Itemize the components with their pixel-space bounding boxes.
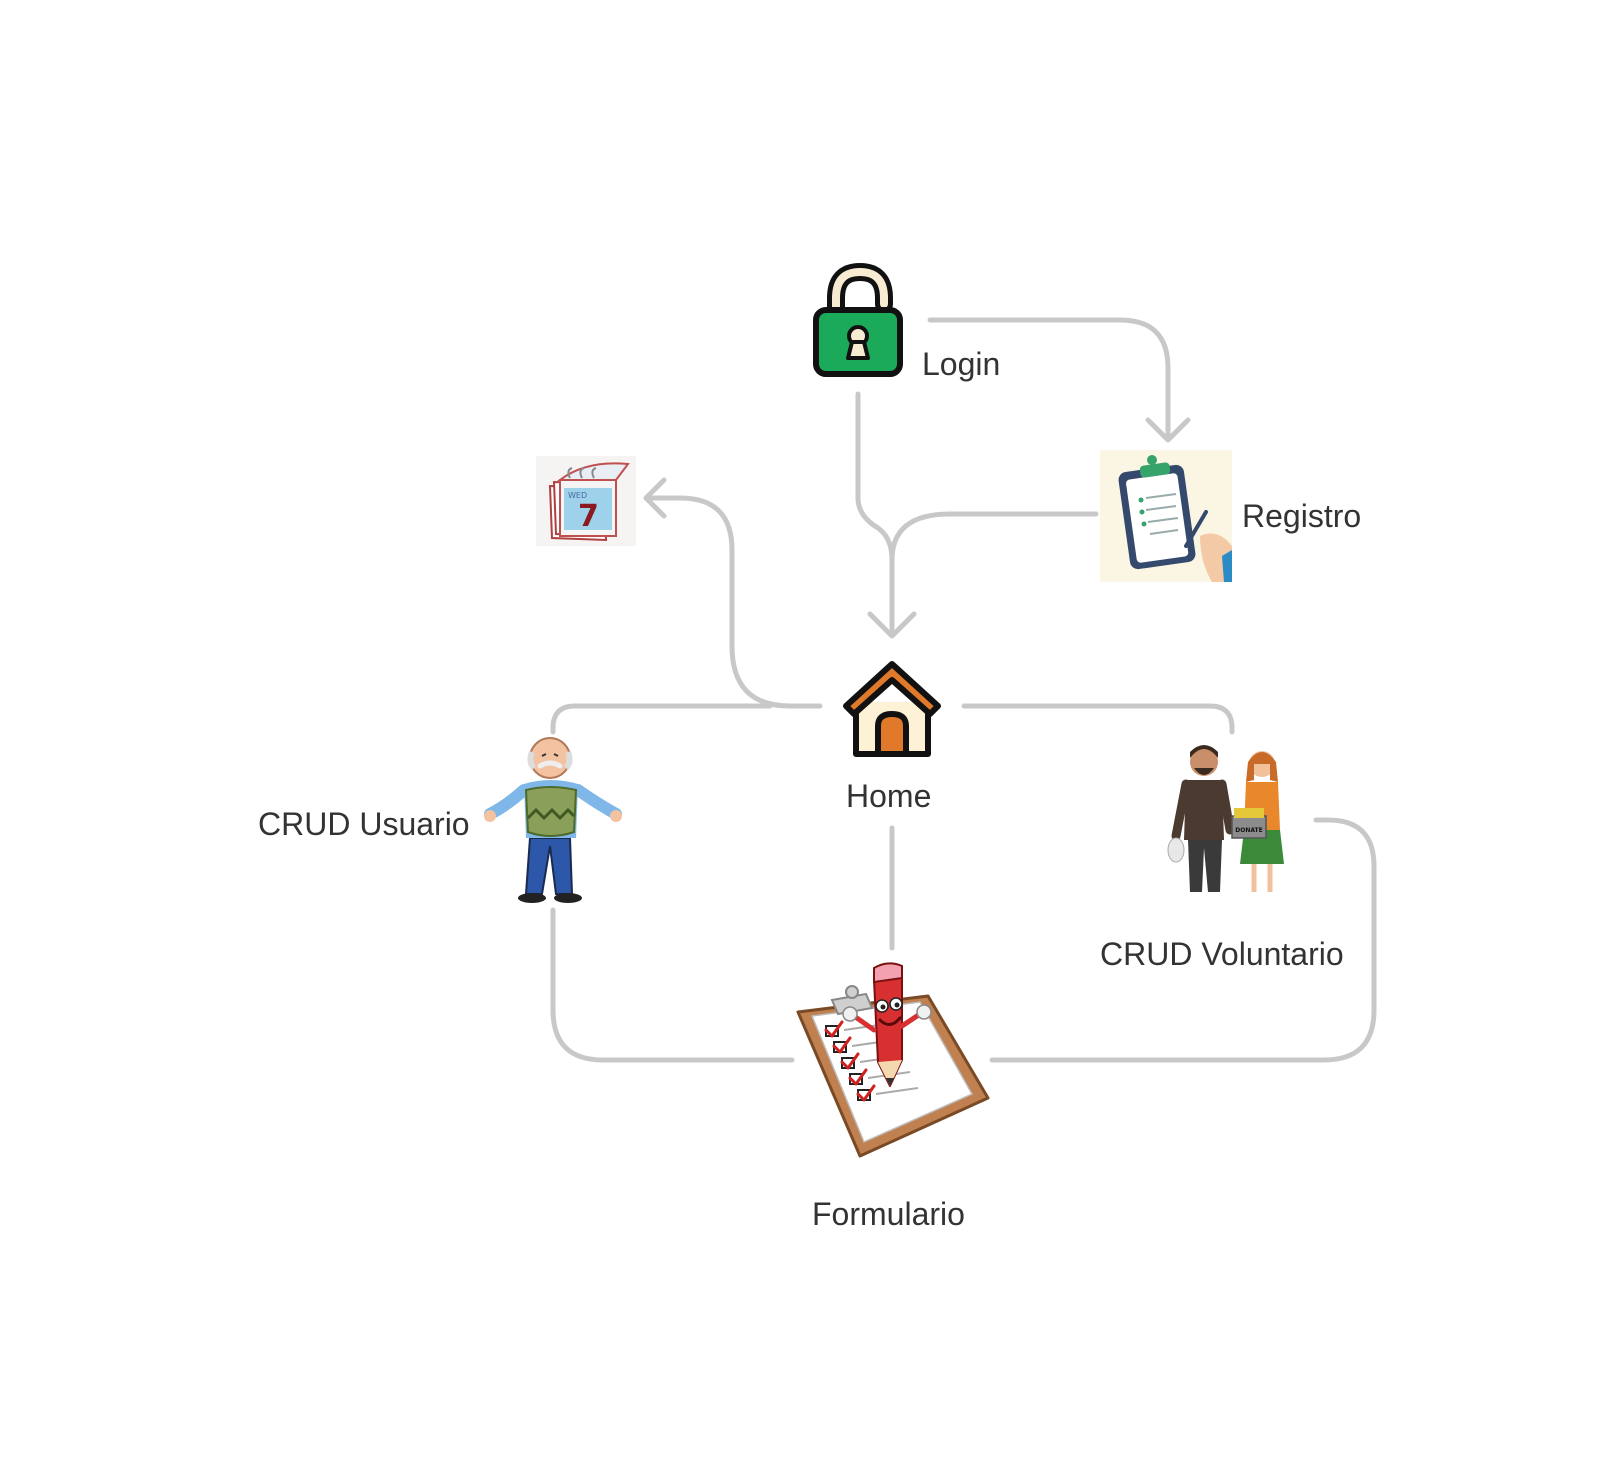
formulario-node bbox=[796, 960, 990, 1158]
registro-label: Registro bbox=[1242, 498, 1362, 534]
edge-voluntario-formulario bbox=[989, 817, 1377, 1063]
formulario-label: Formulario bbox=[812, 1196, 965, 1232]
calendar-icon: WED 7 bbox=[536, 456, 636, 546]
edge-login-registro bbox=[927, 317, 1171, 441]
crud-voluntario-node: DONATE bbox=[1150, 740, 1310, 902]
arrowhead-registro bbox=[1145, 417, 1191, 443]
house-icon bbox=[843, 661, 941, 757]
edge-home-usuario bbox=[550, 703, 773, 735]
calendar-day-text: 7 bbox=[578, 499, 599, 534]
crud-voluntario-label: CRUD Voluntario bbox=[1100, 936, 1344, 972]
login-label: Login bbox=[922, 346, 1001, 382]
checklist-pencil-icon bbox=[796, 962, 990, 1158]
registration-clipboard-icon bbox=[1100, 450, 1232, 582]
volunteers-icon: DONATE bbox=[1167, 745, 1284, 892]
registro-node bbox=[1100, 450, 1232, 582]
edge-registro-home bbox=[889, 511, 1099, 563]
home-label: Home bbox=[846, 778, 932, 814]
edge-home-voluntario bbox=[961, 703, 1235, 735]
edge-home-calendar bbox=[645, 495, 823, 709]
elderly-man-icon bbox=[484, 737, 622, 903]
edge-login-home bbox=[855, 391, 895, 635]
calendar-month-text: WED bbox=[568, 491, 587, 500]
home-node bbox=[840, 656, 944, 760]
crud-usuario-label: CRUD Usuario bbox=[258, 806, 470, 842]
unlocked-padlock-icon bbox=[813, 262, 903, 377]
donate-sign-text: DONATE bbox=[1235, 827, 1262, 834]
edge-usuario-formulario bbox=[550, 907, 795, 1063]
login-node bbox=[810, 262, 906, 380]
arrowhead-home bbox=[867, 611, 917, 639]
arrowhead-calendar bbox=[643, 477, 667, 519]
calendar-node: WED 7 bbox=[536, 456, 636, 546]
crud-usuario-node bbox=[484, 734, 624, 906]
